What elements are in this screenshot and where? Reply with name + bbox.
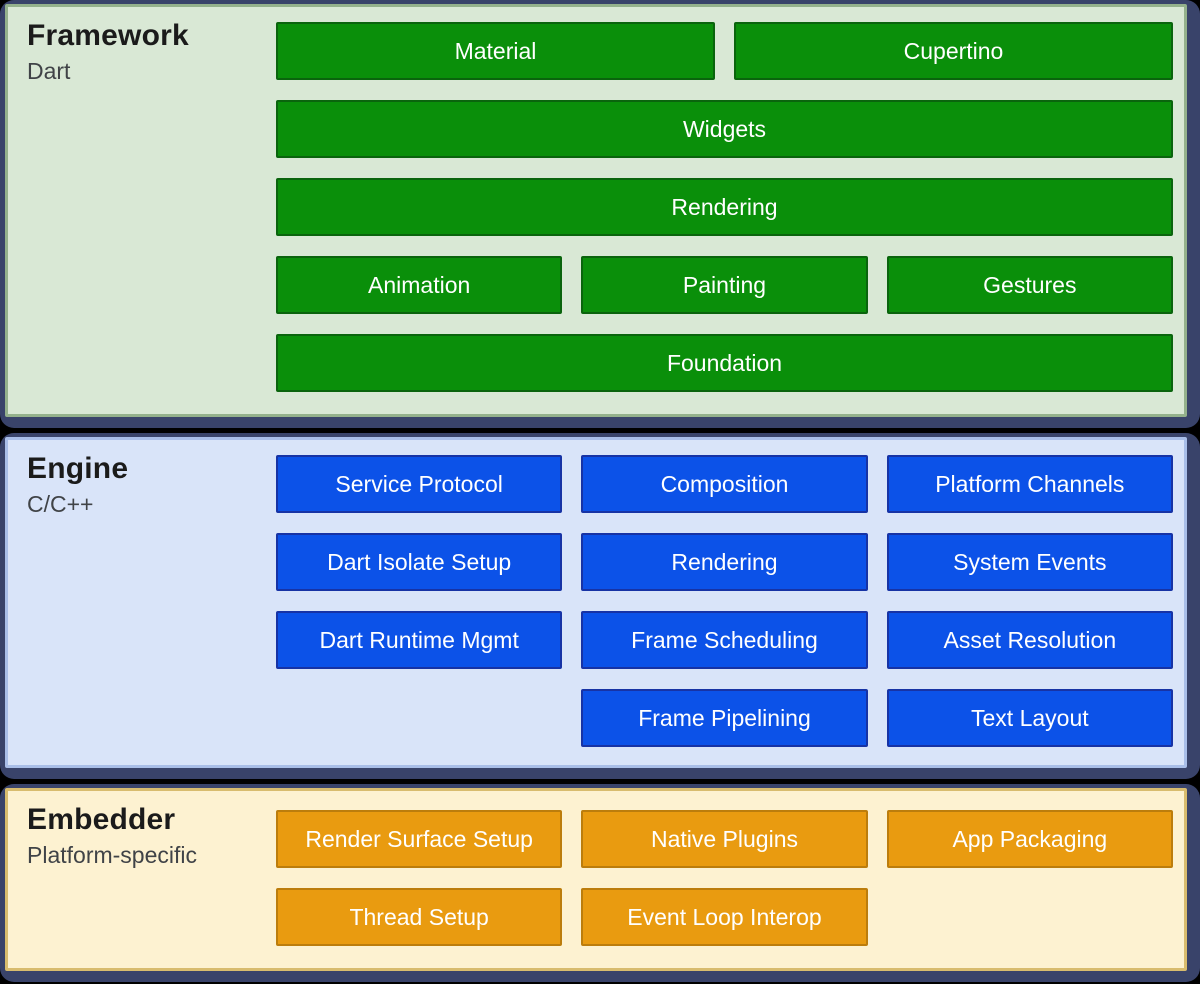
embedder-label: Embedder Platform-specific — [8, 791, 276, 968]
framework-subtitle: Dart — [27, 58, 71, 84]
box-asset-resolution: Asset Resolution — [886, 611, 1173, 669]
embedder-boxes: Render Surface Setup Native Plugins App … — [276, 791, 1184, 968]
box-dart-runtime-mgmt: Dart Runtime Mgmt — [276, 611, 563, 669]
framework-row-5: Foundation — [276, 334, 1173, 392]
framework-row-2: Widgets — [276, 100, 1173, 158]
framework-title: Framework — [27, 19, 189, 52]
box-native-plugins: Native Plugins — [581, 810, 868, 868]
engine-title: Engine — [27, 452, 129, 485]
box-text-layout: Text Layout — [886, 689, 1173, 747]
box-render-surface-setup: Render Surface Setup — [276, 810, 563, 868]
box-app-packaging: App Packaging — [886, 810, 1173, 868]
framework-row-1: Material Cupertino — [276, 22, 1173, 80]
framework-card: Framework Dart Material Cupertino Widget… — [5, 4, 1187, 417]
framework-row-4: Animation Painting Gestures — [276, 256, 1173, 314]
box-platform-channels: Platform Channels — [886, 455, 1173, 513]
box-event-loop-interop: Event Loop Interop — [581, 888, 868, 946]
layer-engine: Engine C/C++ Service Protocol Compositio… — [0, 433, 1200, 779]
engine-label: Engine C/C++ — [8, 440, 276, 765]
engine-card: Engine C/C++ Service Protocol Compositio… — [5, 437, 1187, 768]
embedder-card: Embedder Platform-specific Render Surfac… — [5, 788, 1187, 971]
box-material: Material — [276, 22, 715, 80]
box-widgets: Widgets — [276, 100, 1173, 158]
box-gestures: Gestures — [886, 256, 1173, 314]
framework-boxes: Material Cupertino Widgets Rendering Ani… — [276, 7, 1184, 414]
box-dart-isolate-setup: Dart Isolate Setup — [276, 533, 563, 591]
box-frame-scheduling: Frame Scheduling — [581, 611, 868, 669]
framework-row-3: Rendering — [276, 178, 1173, 236]
engine-subtitle: C/C++ — [27, 491, 94, 517]
embedder-subtitle: Platform-specific — [27, 842, 197, 868]
box-cupertino: Cupertino — [734, 22, 1173, 80]
box-foundation: Foundation — [276, 334, 1173, 392]
box-thread-setup: Thread Setup — [276, 888, 563, 946]
box-composition: Composition — [581, 455, 868, 513]
box-rendering-framework: Rendering — [276, 178, 1173, 236]
box-frame-pipelining: Frame Pipelining — [581, 689, 868, 747]
framework-label: Framework Dart — [8, 7, 276, 414]
box-rendering-engine: Rendering — [581, 533, 868, 591]
embedder-title: Embedder — [27, 803, 176, 836]
engine-boxes: Service Protocol Composition Platform Ch… — [276, 440, 1184, 765]
box-animation: Animation — [276, 256, 563, 314]
box-painting: Painting — [581, 256, 868, 314]
box-system-events: System Events — [886, 533, 1173, 591]
box-service-protocol: Service Protocol — [276, 455, 563, 513]
layer-framework: Framework Dart Material Cupertino Widget… — [0, 0, 1200, 428]
layer-embedder: Embedder Platform-specific Render Surfac… — [0, 784, 1200, 982]
